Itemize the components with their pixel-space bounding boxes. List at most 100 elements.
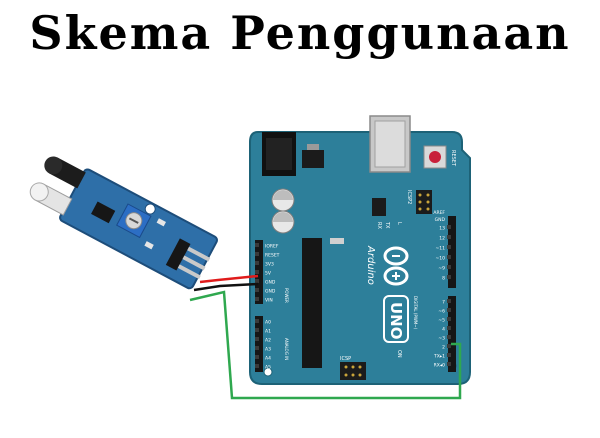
reset-button[interactable] — [423, 145, 447, 169]
atmega-microcontroller — [302, 238, 322, 368]
pin-socket — [255, 364, 259, 368]
capacitor-2 — [271, 210, 295, 234]
digital-section-label: DIGITAL (PWM~) — [413, 296, 418, 330]
pin-label: IOREF — [265, 244, 279, 250]
wire-out — [189, 290, 462, 400]
power-jack — [262, 132, 296, 176]
digital-header-top — [448, 216, 456, 288]
pin-socket — [255, 252, 259, 256]
pin-socket — [447, 344, 451, 348]
pin-socket — [255, 243, 259, 247]
pin-socket — [447, 326, 451, 330]
pin-label: 12 — [439, 236, 445, 242]
rx-label: RX — [376, 222, 382, 229]
pin-label: ~3 — [438, 336, 445, 342]
ir-emitter-led — [29, 182, 73, 216]
icsp-label: ICSP — [340, 356, 351, 362]
arduino-logo — [383, 246, 409, 286]
wire-gnd — [193, 282, 259, 292]
pin-socket — [255, 261, 259, 265]
crystal — [330, 238, 344, 244]
pin-socket — [447, 335, 451, 339]
pin-socket — [255, 288, 259, 292]
analog-header — [255, 316, 263, 372]
voltage-regulator — [302, 150, 324, 168]
pin-label: A5 — [265, 365, 271, 371]
pin-label: 3V3 — [265, 262, 274, 268]
pin-label: 4 — [442, 327, 445, 333]
digital-header-bottom — [448, 296, 456, 372]
pin-socket — [255, 346, 259, 350]
pin-label: ~9 — [438, 266, 445, 272]
arduino-uno-board: RESET ICSP2 RX TX L — [249, 115, 471, 385]
pin-label: 5V — [265, 271, 272, 277]
pin-socket — [447, 299, 451, 303]
ir-sensor-module — [29, 156, 218, 290]
pin-label: 7 — [442, 300, 445, 306]
power-pin-labels: IOREF RESET 3V3 5V GND GND VIN — [255, 243, 280, 304]
pin-socket — [447, 245, 451, 249]
analog-section-label: ANALOG IN — [284, 338, 289, 360]
power-section-label: POWER — [284, 288, 289, 303]
pin-socket — [447, 255, 451, 259]
pin-label: 13 — [439, 226, 445, 232]
page-title: Skema Penggunaan — [29, 6, 571, 60]
usb-chip — [372, 198, 386, 216]
capacitor-1 — [271, 188, 295, 212]
pin-socket — [447, 308, 451, 312]
icsp2-label: ICSP2 — [406, 190, 412, 204]
pin-socket — [255, 355, 259, 359]
icsp2-header — [416, 190, 432, 214]
pin-label: 8 — [442, 276, 445, 282]
reset-label: RESET — [450, 150, 456, 167]
sensor-pin-header — [165, 238, 211, 280]
pin-socket — [447, 353, 451, 357]
aref-label: AREF — [433, 210, 445, 216]
pin-label: VIN — [265, 298, 273, 304]
pin-socket — [447, 275, 451, 279]
gnd-top-label: GND — [435, 217, 446, 223]
uno-badge: UNO — [383, 295, 409, 343]
pin-socket — [255, 319, 259, 323]
pin-label: A1 — [265, 329, 271, 335]
ir-receiver-led — [44, 156, 86, 189]
pin-socket — [255, 279, 259, 283]
pin-label: A3 — [265, 347, 271, 353]
pin-socket — [255, 328, 259, 332]
pin-label: A0 — [265, 320, 271, 326]
pin-socket — [447, 362, 451, 366]
usb-connector — [369, 115, 411, 173]
pin-socket — [447, 265, 451, 269]
pin-label: TX▸1 — [433, 354, 445, 360]
pin-socket — [447, 317, 451, 321]
wires — [189, 274, 462, 400]
pin-label: ~6 — [438, 309, 445, 315]
wire-vcc — [199, 274, 259, 284]
pin-label: ~10 — [436, 256, 446, 262]
tx-label: TX — [384, 221, 390, 229]
pin-socket — [255, 270, 259, 274]
potentiometer — [116, 203, 152, 239]
icsp-header — [340, 362, 366, 380]
pin-label: GND — [265, 289, 276, 295]
pin-socket — [255, 337, 259, 341]
pin-socket — [447, 235, 451, 239]
pin-socket — [447, 225, 451, 229]
pin-label: ~11 — [436, 246, 446, 252]
uno-label: UNO — [387, 302, 405, 340]
pin-label: RX◂0 — [434, 363, 445, 369]
obstacle-led — [144, 241, 154, 250]
on-label: ON — [396, 350, 402, 358]
power-led — [156, 218, 166, 227]
pin-label: ~5 — [438, 318, 445, 324]
pin-label: GND — [265, 280, 276, 286]
pin-label: RESET — [265, 253, 280, 259]
comparator-chip — [91, 201, 116, 224]
pin-label: A4 — [265, 356, 271, 362]
pin-label: A2 — [265, 338, 271, 344]
arduino-brand: Arduino — [365, 245, 376, 285]
